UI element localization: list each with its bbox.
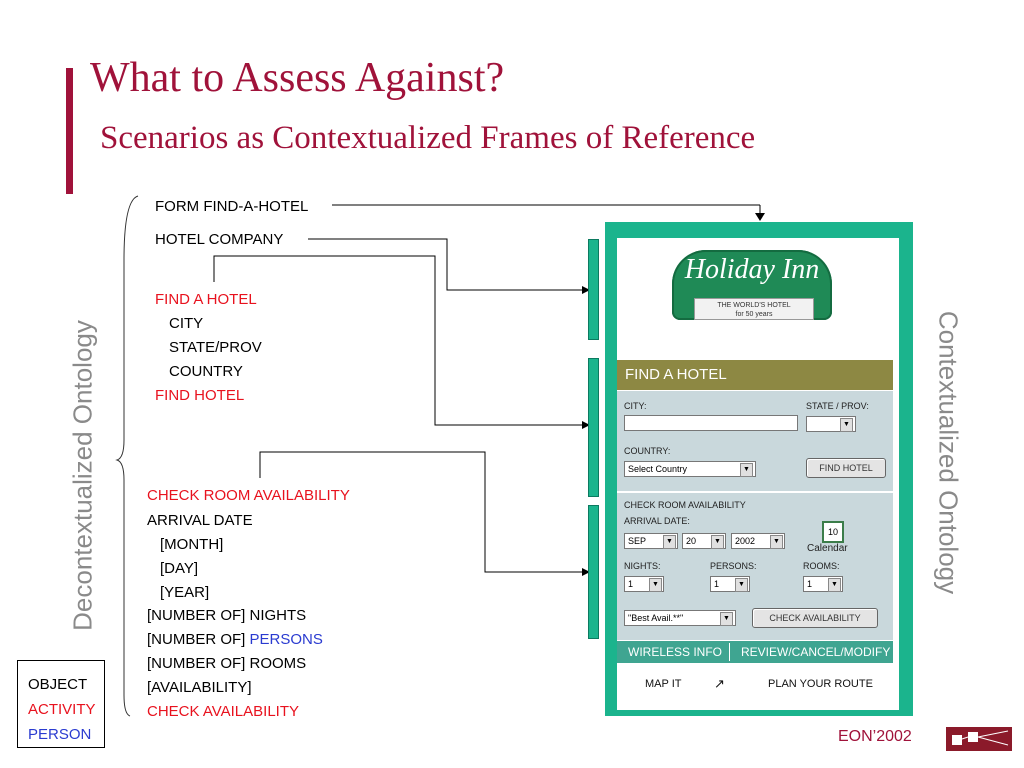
ontology-nights: [NUMBER OF] NIGHTS: [147, 607, 307, 624]
region-marker-company: [588, 239, 599, 340]
ontology-check-room: CHECK ROOM AVAILABILITY: [147, 487, 350, 504]
rooms-label: ROOMS:: [803, 561, 840, 571]
chevron-down-icon[interactable]: ▼: [828, 578, 841, 592]
persons-label: PERSONS:: [710, 561, 757, 571]
nav-divider: [729, 643, 730, 661]
rate-select[interactable]: "Best Avail.**": [624, 610, 736, 626]
city-input[interactable]: [624, 415, 798, 431]
chevron-down-icon[interactable]: ▼: [663, 535, 676, 549]
chevron-down-icon[interactable]: ▼: [770, 535, 783, 549]
review-cancel-modify-link[interactable]: REVIEW/CANCEL/MODIFY: [741, 645, 891, 659]
find-a-hotel-header: FIND A HOTEL: [617, 360, 893, 390]
map-it-link[interactable]: MAP IT: [645, 678, 682, 690]
ontology-company: HOTEL COMPANY: [155, 231, 284, 248]
region-marker-find-hotel: [588, 358, 599, 497]
ontology-persons-prefix: [NUMBER OF]: [147, 631, 250, 648]
state-label: STATE / PROV:: [806, 401, 869, 411]
calendar-icon[interactable]: 10: [822, 521, 844, 543]
conference-logo-icon: [946, 727, 1012, 751]
country-select[interactable]: Select Country: [624, 461, 756, 477]
ontology-find-hotel: FIND A HOTEL: [155, 291, 257, 308]
check-room-label: CHECK ROOM AVAILABILITY: [624, 500, 746, 510]
nights-label: NIGHTS:: [624, 561, 661, 571]
arrival-label: ARRIVAL DATE:: [624, 516, 690, 526]
find-hotel-button[interactable]: FIND HOTEL: [806, 458, 886, 478]
ontology-city: CITY: [169, 315, 204, 332]
ontology-form: FORM FIND-A-HOTEL: [155, 198, 309, 215]
legend-object: OBJECT: [28, 676, 88, 693]
chevron-down-icon[interactable]: ▼: [720, 612, 733, 626]
chevron-down-icon[interactable]: ▼: [711, 535, 724, 549]
ontology-month: [MONTH]: [160, 536, 224, 553]
slide-title: What to Assess Against?: [90, 55, 505, 101]
ontology-rooms: [NUMBER OF] ROOMS: [147, 655, 307, 672]
logo-band-sub: for 50 years: [735, 311, 773, 318]
chevron-down-icon[interactable]: ▼: [840, 418, 853, 432]
legend-activity: ACTIVITY: [28, 701, 96, 718]
ontology-day: [DAY]: [160, 560, 199, 577]
footer-conference: EON’2002: [838, 728, 912, 745]
slide-subtitle: Scenarios as Contextualized Frames of Re…: [100, 120, 756, 156]
country-label: COUNTRY:: [624, 446, 671, 456]
logo-band-text: THE WORLD'S HOTEL: [717, 302, 791, 309]
ontology-persons-word: PERSONS: [249, 631, 323, 648]
calendar-label[interactable]: Calendar: [807, 543, 848, 554]
chevron-down-icon[interactable]: ▼: [649, 578, 662, 592]
wireless-info-link[interactable]: WIRELESS INFO: [628, 645, 723, 659]
chevron-down-icon[interactable]: ▼: [735, 578, 748, 592]
plan-route-link[interactable]: PLAN YOUR ROUTE: [768, 678, 873, 690]
ontology-persons: [NUMBER OF] PERSONS: [147, 631, 323, 648]
ontology-find-hotel-action: FIND HOTEL: [155, 387, 245, 404]
region-marker-check-room: [588, 505, 599, 639]
ontology-check-availability: CHECK AVAILABILITY: [147, 703, 299, 720]
ontology-availability: [AVAILABILITY]: [147, 679, 252, 696]
logo-text: Holiday Inn: [684, 254, 820, 285]
city-label: CITY:: [624, 401, 647, 411]
logo-band: THE WORLD'S HOTEL for 50 years: [694, 298, 814, 320]
ontology-state: STATE/PROV: [169, 339, 262, 356]
legend-person: PERSON: [28, 726, 92, 743]
route-icon: ↗: [714, 676, 725, 691]
title-accent-bar: [66, 68, 73, 194]
chevron-down-icon[interactable]: ▼: [740, 463, 753, 477]
ontology-year: [YEAR]: [160, 584, 210, 601]
legend-box: OBJECT ACTIVITY PERSON: [17, 660, 105, 748]
bottom-nav-bar: WIRELESS INFO REVIEW/CANCEL/MODIFY: [617, 641, 893, 663]
ontology-arrival: ARRIVAL DATE: [147, 512, 253, 529]
check-availability-button[interactable]: CHECK AVAILABILITY: [752, 608, 878, 628]
ontology-country: COUNTRY: [169, 363, 243, 380]
